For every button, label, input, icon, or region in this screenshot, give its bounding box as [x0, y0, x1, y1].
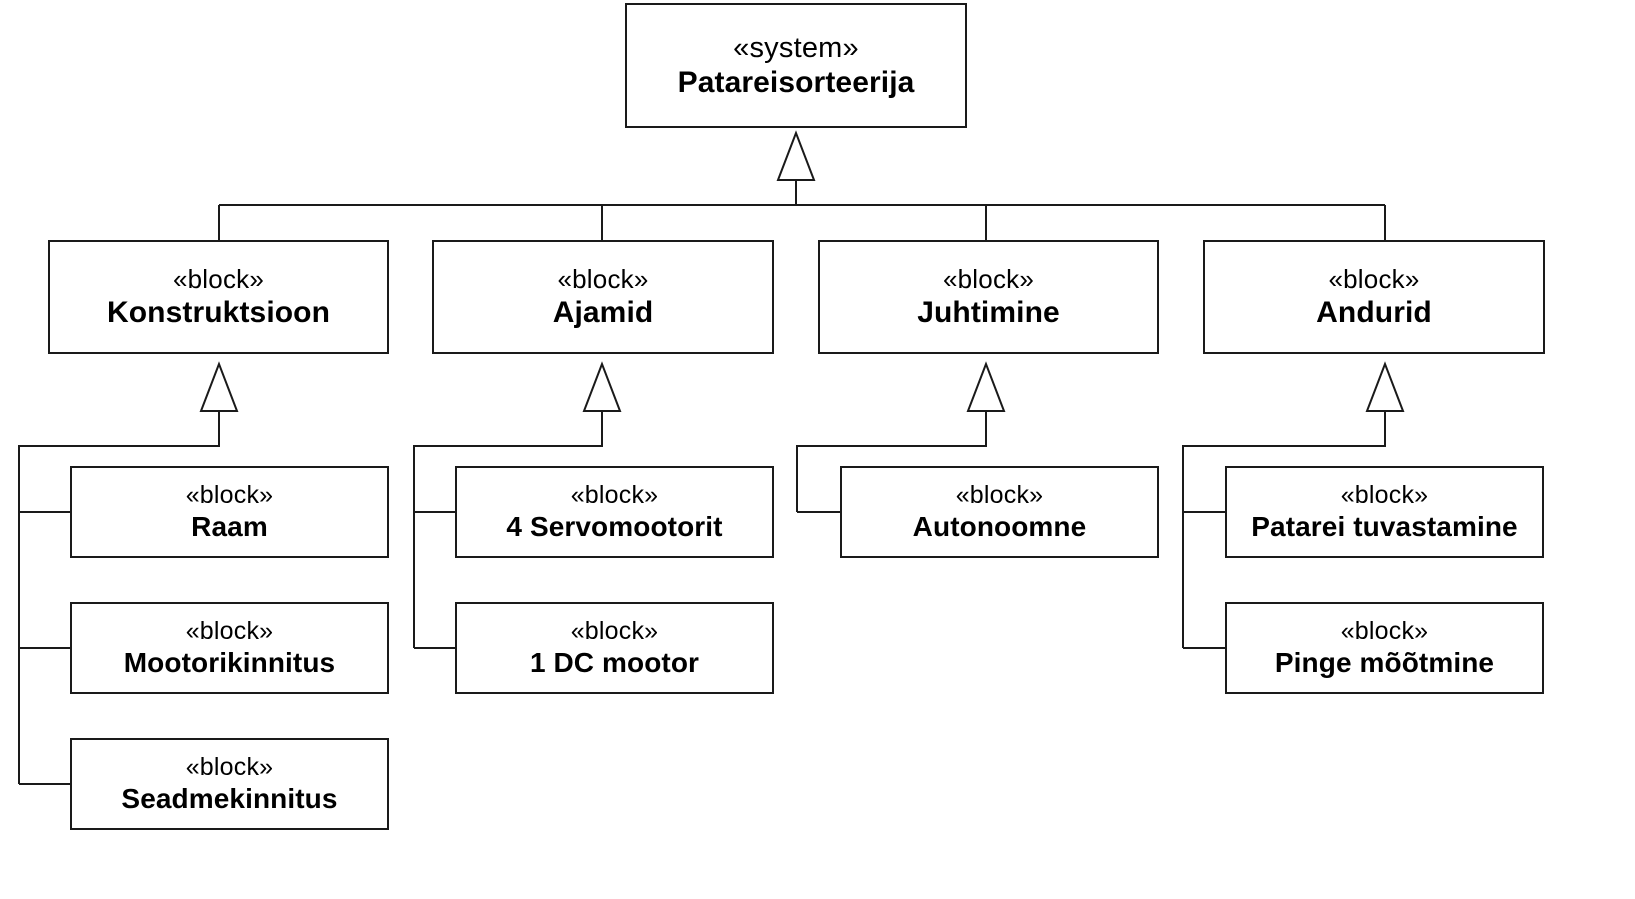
generalization-arrowhead-icon: [966, 361, 1006, 412]
block-node-patarei-tuvastamine[interactable]: «block» Patarei tuvastamine: [1225, 466, 1544, 558]
stereotype-label: «block»: [185, 480, 274, 509]
stereotype-label: «block»: [185, 752, 274, 781]
stereotype-label: «block»: [1328, 263, 1420, 294]
stereotype-label: «block»: [955, 480, 1044, 509]
block-node-konstruktsioon[interactable]: «block» Konstruktsioon: [48, 240, 389, 354]
stereotype-label: «block»: [172, 263, 265, 294]
block-node-ajamid[interactable]: «block» Ajamid: [432, 240, 774, 354]
block-name-label: Seadmekinnitus: [121, 783, 338, 815]
block-name-label: 4 Servomootorit: [506, 511, 723, 543]
block-name-label: Andurid: [1316, 295, 1432, 329]
block-name-label: Raam: [191, 511, 268, 543]
block-name-label: Autonoomne: [912, 511, 1087, 543]
generalization-arrowhead-icon: [199, 361, 239, 412]
block-node-pinge-mootmine[interactable]: «block» Pinge mõõtmine: [1225, 602, 1544, 694]
stereotype-label: «block»: [942, 263, 1035, 294]
block-name-label: Ajamid: [552, 295, 654, 329]
stereotype-label: «block»: [1340, 480, 1429, 509]
block-node-seadmekinnitus[interactable]: «block» Seadmekinnitus: [70, 738, 389, 830]
block-node-raam[interactable]: «block» Raam: [70, 466, 389, 558]
block-name-label: Mootorikinnitus: [123, 647, 336, 679]
block-node-mootorikinnitus[interactable]: «block» Mootorikinnitus: [70, 602, 389, 694]
stereotype-label: «block»: [185, 616, 274, 645]
block-name-label: 1 DC mootor: [529, 647, 700, 679]
block-name-label: Patareisorteerija: [677, 65, 915, 99]
stereotype-label: «block»: [570, 480, 659, 509]
generalization-arrowhead-icon: [776, 130, 816, 181]
stereotype-label: «block»: [1340, 616, 1429, 645]
generalization-arrowhead-icon: [1365, 361, 1405, 412]
block-node-1-dc-mootor[interactable]: «block» 1 DC mootor: [455, 602, 774, 694]
block-node-juhtimine[interactable]: «block» Juhtimine: [818, 240, 1159, 354]
block-name-label: Pinge mõõtmine: [1274, 647, 1495, 679]
block-node-4-servomootorit[interactable]: «block» 4 Servomootorit: [455, 466, 774, 558]
block-node-andurid[interactable]: «block» Andurid: [1203, 240, 1545, 354]
block-node-root[interactable]: «system» Patareisorteerija: [625, 3, 967, 128]
stereotype-label: «block»: [557, 263, 649, 294]
block-name-label: Patarei tuvastamine: [1251, 511, 1518, 543]
block-name-label: Konstruktsioon: [106, 295, 331, 329]
stereotype-label: «system»: [733, 31, 859, 64]
stereotype-label: «block»: [570, 616, 659, 645]
block-name-label: Juhtimine: [917, 295, 1060, 329]
generalization-arrowhead-icon: [582, 361, 622, 412]
block-node-autonoomne[interactable]: «block» Autonoomne: [840, 466, 1159, 558]
